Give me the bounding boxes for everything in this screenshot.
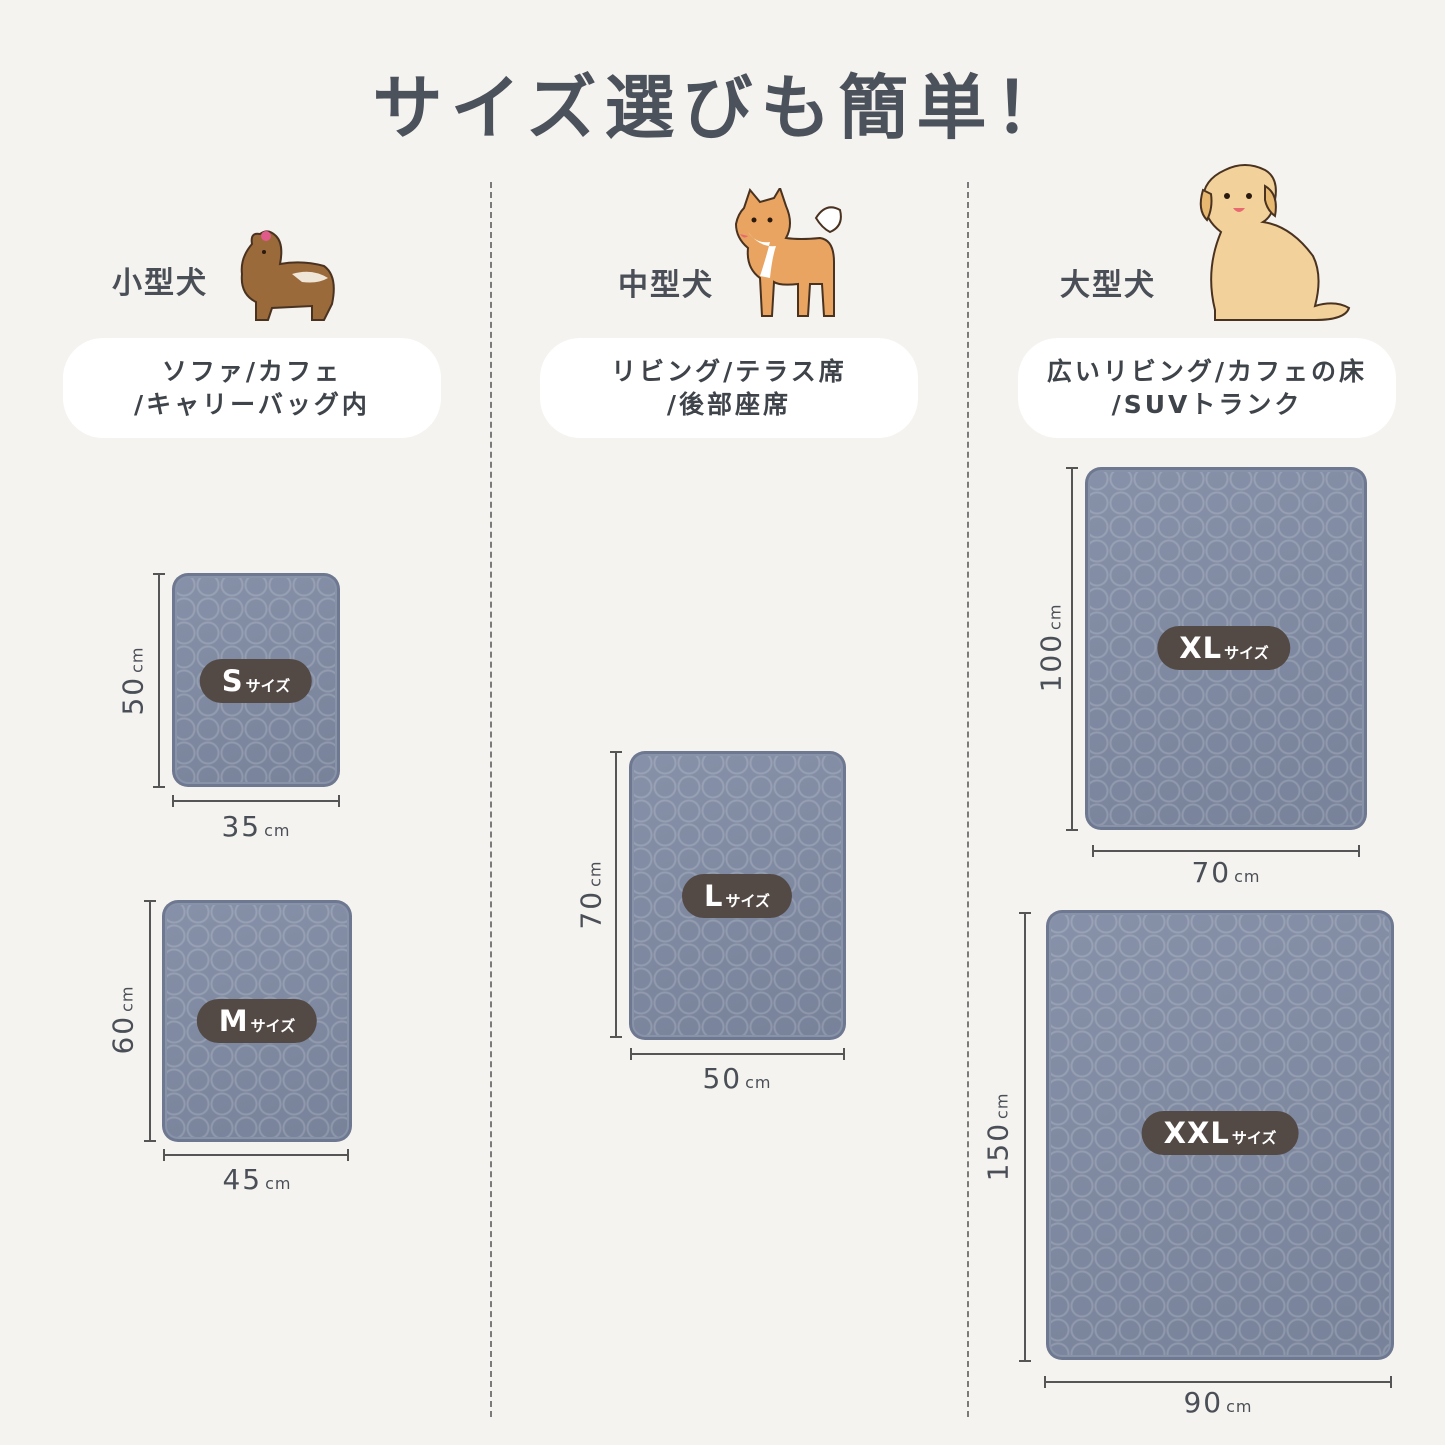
usage-line-1: ソファ/カフェ [161, 357, 343, 386]
size-suffix: サイズ [725, 892, 771, 910]
usage-line-2: /SUVトランク [1111, 390, 1303, 419]
size-letter: S [221, 664, 244, 698]
column-divider-1 [490, 182, 492, 1417]
column-heading-large: 大型犬 [1060, 268, 1156, 303]
height-dimension-line-m [144, 900, 156, 1142]
height-dimension-line-xxl [1019, 912, 1031, 1362]
yorkshire-terrier-icon [240, 230, 335, 321]
height-label-s: 50cm [116, 646, 150, 716]
usage-card-small: ソファ/カフェ /キャリーバッグ内 [63, 338, 441, 438]
size-letter: M [218, 1004, 249, 1038]
size-suffix: サイズ [1224, 644, 1269, 662]
column-heading-small: 小型犬 [112, 266, 208, 301]
usage-line-1: リビング/テラス席 [611, 357, 847, 386]
height-label-l: 70cm [574, 860, 608, 930]
size-letter: XL [1179, 631, 1223, 665]
usage-line-1: 広いリビング/カフェの床 [1046, 357, 1368, 386]
mat-size-m [162, 900, 352, 1142]
size-letter: L [703, 879, 724, 913]
height-label-m: 60cm [106, 985, 140, 1055]
size-suffix: サイズ [1231, 1129, 1277, 1147]
mat-size-xxl [1046, 910, 1394, 1360]
usage-card-medium: リビング/テラス席 /後部座席 [540, 338, 918, 438]
shiba-inu-icon [734, 188, 842, 317]
usage-card-large: 広いリビング/カフェの床 /SUVトランク [1018, 338, 1396, 438]
height-label-xxl: 150cm [981, 1092, 1015, 1182]
column-divider-2 [967, 182, 969, 1417]
width-dimension-line-l [630, 1048, 845, 1060]
width-dimension-line-s [172, 795, 340, 807]
height-dimension-line-l [610, 751, 622, 1038]
golden-retriever-icon [1199, 164, 1351, 321]
height-label-xl: 100cm [1034, 603, 1068, 693]
size-letter: XXL [1163, 1116, 1230, 1150]
width-dimension-line-xxl [1044, 1376, 1392, 1388]
size-suffix: サイズ [245, 677, 291, 695]
height-dimension-line-xl [1066, 467, 1078, 831]
width-dimension-line-xl [1092, 845, 1360, 857]
size-suffix: サイズ [250, 1017, 296, 1035]
width-dimension-line-m [163, 1149, 349, 1161]
height-dimension-line-s [153, 573, 165, 788]
usage-line-2: /キャリーバッグ内 [134, 390, 370, 419]
page-title: サイズ選びも簡単！ [372, 67, 1073, 149]
mat-size-xl [1085, 467, 1367, 830]
usage-line-2: /後部座席 [666, 390, 792, 419]
column-heading-medium: 中型犬 [618, 268, 714, 303]
